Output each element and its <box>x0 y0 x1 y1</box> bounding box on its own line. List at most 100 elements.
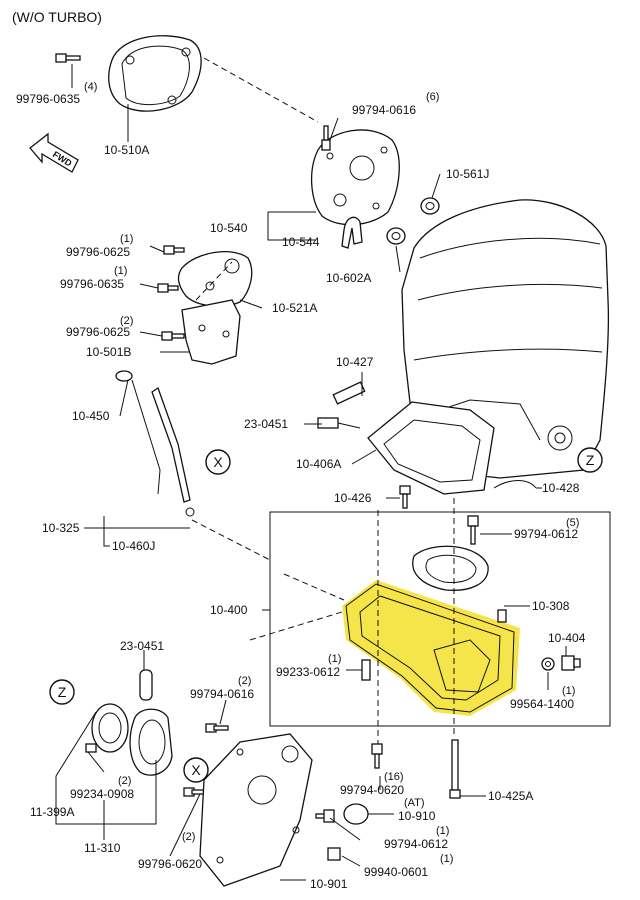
part-label-10-602A: 10-602A <box>326 271 371 285</box>
dipstick[interactable] <box>115 370 161 495</box>
bolt-icon <box>55 53 81 63</box>
part-label-99564-1400: 99564-1400 <box>510 697 574 711</box>
seal-icon <box>420 197 440 215</box>
pin-icon <box>361 659 371 681</box>
part-label-99796-0635: 99796-0635 <box>16 92 80 106</box>
part-label-10-428: 10-428 <box>542 481 580 495</box>
svg-text:Z: Z <box>58 684 67 700</box>
rear-seal <box>91 703 129 753</box>
qty-label: (AT) <box>404 797 425 809</box>
part-label-99233-0612: 99233-0612 <box>276 665 340 679</box>
part-label-10-406A: 10-406A <box>296 457 341 471</box>
timing-cover-upper[interactable] <box>108 35 202 112</box>
bolt-icon <box>163 245 185 255</box>
qty-label: (1) <box>562 685 575 697</box>
part-label-11-399A: 11-399A <box>30 805 74 819</box>
part-label-99794-0620: 99794-0620 <box>340 783 404 797</box>
bolt-icon <box>205 723 229 733</box>
nut-icon <box>327 847 341 861</box>
part-label-10-561J: 10-561J <box>446 167 489 181</box>
svg-text:Z: Z <box>586 452 595 468</box>
qty-label: (6) <box>426 91 439 103</box>
cover-plug-icon <box>343 803 369 825</box>
bolt-icon <box>157 283 179 293</box>
sensor-icon <box>332 381 366 405</box>
drain-plug-icon <box>541 655 581 671</box>
part-label-23-0451: 23-0451 <box>244 417 288 431</box>
qty-label: (2) <box>118 775 131 787</box>
sensor-icon <box>139 669 153 701</box>
part-label-99234-0908: 99234-0908 <box>70 787 134 801</box>
part-label-99796-0625: 99796-0625 <box>66 325 130 339</box>
qty-label: (1) <box>120 233 133 245</box>
part-label-10-427: 10-427 <box>336 355 374 369</box>
part-label-10-425A: 10-425A <box>488 789 533 803</box>
part-label-10-450: 10-450 <box>72 409 110 423</box>
part-label-10-540: 10-540 <box>210 221 248 235</box>
pin-icon <box>497 609 507 623</box>
part-label-99794-0612: 99794-0612 <box>384 837 448 851</box>
part-label-10-510A: 10-510A <box>104 143 149 157</box>
bolt-icon <box>467 515 479 545</box>
qty-label: (1) <box>440 853 453 865</box>
bolt-icon <box>321 125 331 151</box>
part-label-10-400: 10-400 <box>210 603 248 617</box>
part-label-99940-0601: 99940-0601 <box>364 865 428 879</box>
gasket-icon <box>493 480 537 489</box>
end-plate[interactable] <box>199 733 313 887</box>
bolt-icon <box>449 739 461 799</box>
qty-label: (2) <box>182 831 195 843</box>
bolt-icon <box>399 485 411 509</box>
dipstick-tube[interactable] <box>151 386 195 517</box>
part-label-10-325: 10-325 <box>42 521 80 535</box>
fwd-arrow-icon: FWD <box>29 132 79 173</box>
oil-pan-lower[interactable] <box>342 580 520 716</box>
qty-label: (5) <box>566 517 579 529</box>
qty-label: (2) <box>238 675 251 687</box>
part-label-10-521A: 10-521A <box>272 301 317 315</box>
part-label-11-310: 11-310 <box>84 841 121 855</box>
part-label-99796-0620: 99796-0620 <box>138 857 202 871</box>
qty-label: (4) <box>84 81 97 93</box>
part-label-99794-0616: 99794-0616 <box>190 687 254 701</box>
bolt-icon <box>161 331 185 341</box>
part-label-10-460J: 10-460J <box>112 539 155 553</box>
timing-cover-lower[interactable] <box>177 251 253 307</box>
part-label-10-308: 10-308 <box>532 599 570 613</box>
svg-text:X: X <box>213 454 223 470</box>
qty-label: (2) <box>120 315 133 327</box>
pin-icon <box>85 743 97 753</box>
timing-cover-plate[interactable] <box>181 299 241 365</box>
part-label-99794-0616: 99794-0616 <box>352 103 416 117</box>
bolt-icon <box>371 743 383 769</box>
ref-marker-z-1: Z <box>577 447 603 473</box>
part-label-99796-0625: 99796-0625 <box>66 245 130 259</box>
bolt-icon <box>315 809 335 823</box>
part-label-23-0451: 23-0451 <box>120 639 164 653</box>
oil-pan-group-box <box>269 511 611 727</box>
gasket-icon <box>341 216 363 249</box>
qty-label: (16) <box>384 771 404 783</box>
part-label-99794-0612: 99794-0612 <box>514 527 578 541</box>
part-label-10-426: 10-426 <box>334 491 372 505</box>
timing-cover-middle[interactable] <box>310 129 400 226</box>
ref-marker-x-2: X <box>183 757 209 783</box>
rear-seal-housing[interactable] <box>129 708 173 776</box>
page-title: (W/O TURBO) <box>12 9 102 25</box>
part-label-99796-0635: 99796-0635 <box>60 277 124 291</box>
ref-marker-x-1: X <box>205 449 231 475</box>
qty-label: (1) <box>436 825 449 837</box>
oil-strainer-icon <box>317 417 361 429</box>
part-label-10-501B: 10-501B <box>86 345 131 359</box>
part-label-10-404: 10-404 <box>548 631 586 645</box>
svg-text:X: X <box>191 762 201 778</box>
part-label-10-901: 10-901 <box>310 877 348 891</box>
oil-pan-upper[interactable] <box>367 401 495 495</box>
gasket-icon <box>412 545 489 591</box>
seal-icon <box>386 227 406 245</box>
part-label-10-910: 10-910 <box>398 809 436 823</box>
qty-label: (1) <box>114 265 127 277</box>
qty-label: (1) <box>328 653 341 665</box>
part-label-10-544: 10-544 <box>282 235 320 249</box>
